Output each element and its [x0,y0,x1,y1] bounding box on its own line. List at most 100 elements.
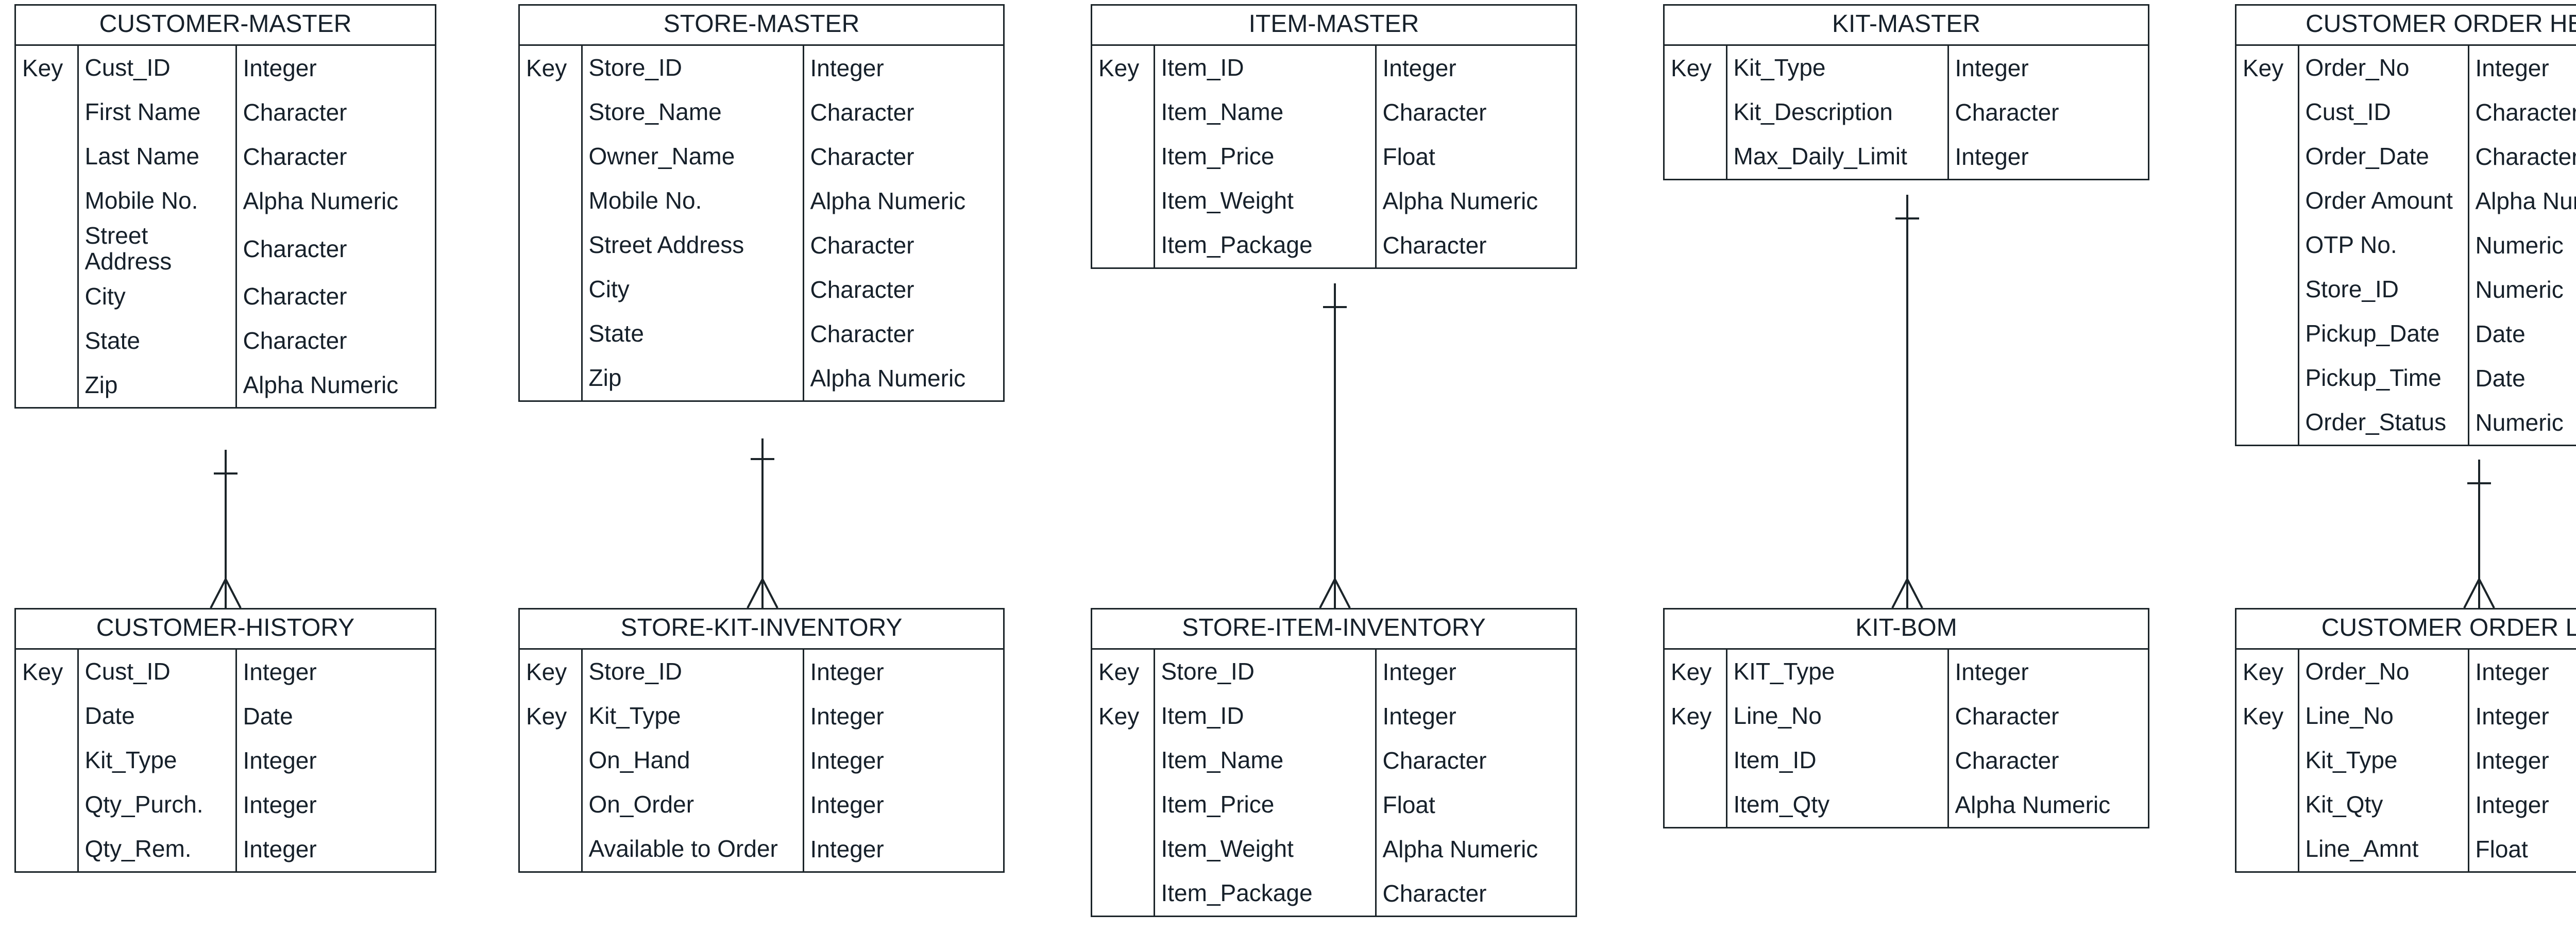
attribute-name-cell: Store_ID [2298,267,2469,312]
attribute-type-cell: Integer [1382,658,1456,685]
attribute-name-cell: Max_Daily_Limit [1726,134,1949,179]
attribute-type-cell: Character [2475,99,2576,126]
entity-title-kit-master: KIT-MASTER [1665,6,2148,46]
attribute-type-cell: Integer [810,836,884,862]
attribute-name-cell: Date [78,694,237,738]
entity-title-customer-history: CUSTOMER-HISTORY [16,610,435,650]
attribute-name-cell: Order_Date [2298,134,2469,179]
attribute-key-cell: Key [520,46,583,90]
attribute-type-cell: Alpha Numeric [1955,791,2111,818]
attribute-key-cell [520,312,583,356]
attribute-type-cell: Alpha Numeric [810,188,966,214]
attribute-name-cell: Store_ID [582,46,804,90]
attribute-type-cell: Integer [810,747,884,774]
attribute-type-cell: Integer [2475,55,2549,81]
attribute-name-cell: Line_No [2298,694,2469,738]
attribute-name-cell: On_Hand [582,738,804,783]
attribute-type-cell: Date [2475,365,2526,392]
attribute-key-cell [16,274,79,319]
rel-customer-master-to-customer-history[interactable] [210,450,242,608]
attribute-type-cell: Numeric [2475,409,2564,436]
rel-kit-master-to-kit-bom[interactable] [1891,195,1923,608]
attribute-name-cell: Item_Name [1154,90,1377,134]
rel-store-master-to-store-kit-inventory[interactable] [747,438,778,608]
attribute-type-cell: Alpha Numeric [1382,836,1538,862]
attribute-type-cell: Character [243,327,347,354]
attribute-name-cell: Cust_ID [78,46,237,90]
entity-customer-order-header[interactable]: CUSTOMER ORDER HEADERKeyOrder_NoIntegerC… [2235,4,2576,446]
attribute-key-cell [2236,90,2299,134]
attribute-key-cell [16,694,79,738]
attribute-type-cell: Integer [2475,703,2549,730]
attribute-type-cell: Alpha Numeric [1382,188,1538,214]
attribute-type-cell: Character [1955,747,2059,774]
attribute-type-cell: Character [1382,232,1487,259]
attribute-key-cell: Key [16,650,79,694]
attribute-key-cell [1092,738,1155,783]
attribute-name-cell: Item_ID [1154,46,1377,90]
attribute-key-cell: Key [16,46,79,90]
attribute-key-cell [16,90,79,134]
attribute-name-cell: Item_ID [1154,694,1377,738]
attribute-key-cell [2236,179,2299,223]
rel-customer-order-header-to-customer-order-lines[interactable] [2463,460,2495,608]
attribute-key-cell: Key [1665,694,1727,738]
attribute-name-cell: State [78,318,237,363]
attribute-name-cell: Item_Package [1154,223,1377,267]
rel-item-master-to-store-item-inventory[interactable] [1319,283,1351,608]
attribute-name-cell: Item_ID [1726,738,1949,783]
attribute-key-cell: Key [1092,46,1155,90]
attribute-key-cell: Key [2236,694,2299,738]
cardinality-many-crowsfoot-icon [209,579,243,608]
attribute-key-cell [1665,90,1727,134]
attribute-key-cell [2236,312,2299,356]
attribute-key-cell [16,179,79,223]
attribute-type-cell: Alpha Numeric [2475,188,2576,214]
attribute-name-cell: Street Address [78,223,237,275]
entity-customer-order-lines[interactable]: CUSTOMER ORDER LINESKeyOrder_NoIntegerKe… [2235,608,2576,873]
attribute-name-cell: Store_Name [582,90,804,134]
attribute-row: Qty_Purch.Integer [16,783,435,827]
attribute-key-cell [2236,783,2299,827]
attribute-name-cell: City [78,274,237,319]
attribute-type-cell: Date [2475,320,2526,347]
attribute-name-cell: Store_ID [1154,650,1377,694]
cardinality-one-tick-icon [2467,482,2491,484]
attribute-name-cell: Order_No [2298,46,2469,90]
attribute-name-cell: Item_Price [1154,134,1377,179]
attribute-name-cell: City [582,267,804,312]
cardinality-many-crowsfoot-icon [2462,579,2496,608]
